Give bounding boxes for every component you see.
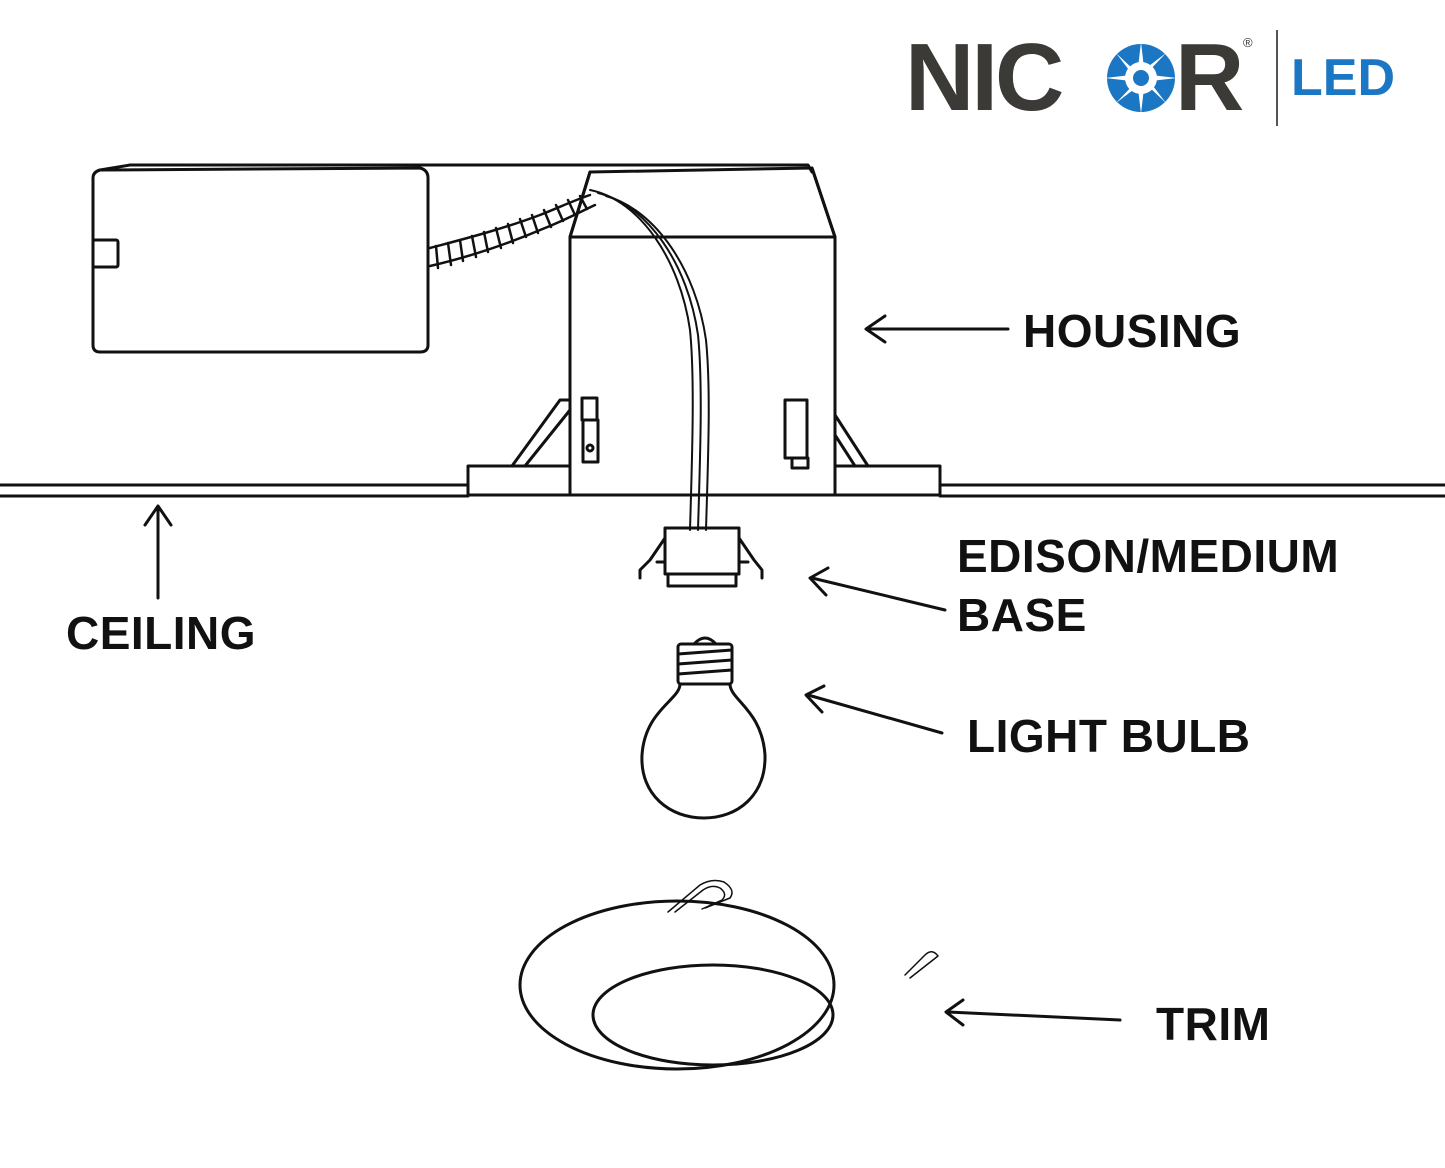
logo-star-icon (1105, 42, 1177, 114)
registered-mark: ® (1243, 35, 1253, 50)
nicor-led-logo: NIC R ® LED (905, 28, 1405, 128)
arrow-housing (864, 314, 1010, 344)
arrow-trim (944, 998, 1122, 1027)
label-light-bulb: LIGHT BULB (967, 710, 1251, 762)
trim-drawing (518, 879, 939, 1071)
ceiling-line (0, 483, 1445, 498)
light-bulb-drawing (640, 636, 767, 820)
wires (589, 189, 710, 531)
label-edison-medium: EDISON/MEDIUM (957, 530, 1340, 582)
logo-text-nic: NIC (905, 24, 1064, 131)
arrow-base (808, 566, 947, 612)
label-ceiling: CEILING (66, 607, 257, 659)
logo-text-r: R (1175, 24, 1245, 131)
edison-socket (638, 526, 764, 588)
housing-can (466, 166, 942, 497)
arrow-ceiling (143, 504, 173, 600)
logo-text-led: LED (1291, 49, 1395, 107)
arrow-bulb (804, 684, 944, 735)
label-trim: TRIM (1156, 998, 1271, 1050)
logo-divider (1276, 30, 1278, 126)
label-housing: HOUSING (1023, 305, 1242, 357)
label-base: BASE (957, 589, 1087, 641)
